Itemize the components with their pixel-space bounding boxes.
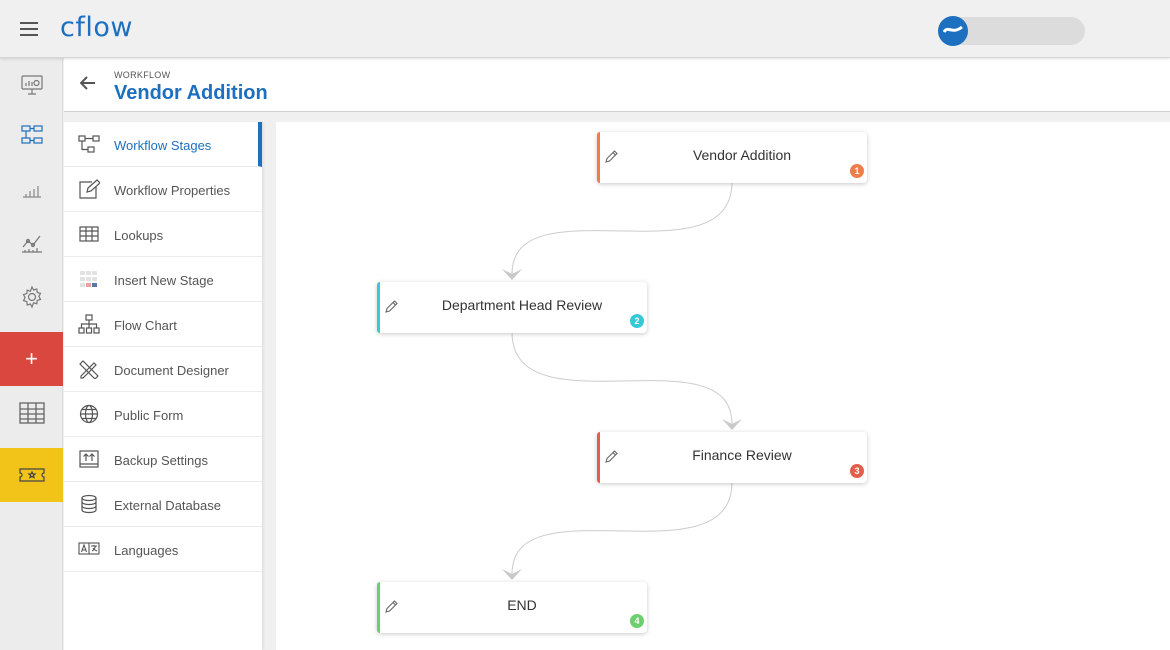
user-avatar (938, 16, 968, 46)
stage-number-badge: 2 (630, 314, 644, 328)
pencil-icon[interactable] (604, 149, 619, 164)
menu-label: Flow Chart (114, 318, 177, 333)
edit-square-icon (79, 179, 100, 199)
workflow-canvas: Vendor Addition 1 Department Head Review… (276, 122, 1170, 650)
stage-accent (377, 282, 380, 333)
icon-rail: + (0, 58, 63, 650)
table-grid-icon (79, 226, 99, 242)
stage-accent (597, 432, 600, 483)
menu-item-external-database[interactable]: External Database (64, 482, 262, 527)
stage-card-vendor-addition[interactable]: Vendor Addition 1 (597, 132, 867, 183)
menu-label: Workflow Properties (114, 183, 231, 198)
design-tools-icon (79, 360, 99, 379)
translate-icon (78, 542, 100, 555)
analytics-icon (21, 235, 42, 253)
menu-item-public-form[interactable]: Public Form (64, 392, 262, 437)
globe-icon (79, 404, 99, 424)
page-header: WORKFLOW Vendor Addition (64, 58, 1170, 112)
arrowhead-stage-3 (722, 419, 742, 430)
backup-icon (79, 450, 99, 468)
menu-item-workflow-properties[interactable]: Workflow Properties (64, 167, 262, 212)
arrowhead-stage-2 (502, 269, 522, 280)
menu-item-lookups[interactable]: Lookups (64, 212, 262, 257)
hamburger-menu-icon[interactable] (20, 22, 38, 36)
stage-number-badge: 1 (850, 164, 864, 178)
menu-item-backup-settings[interactable]: Backup Settings (64, 437, 262, 482)
pencil-icon[interactable] (604, 449, 619, 464)
menu-label: External Database (114, 498, 221, 513)
menu-item-document-designer[interactable]: Document Designer (64, 347, 262, 392)
user-profile-button[interactable] (938, 16, 1085, 46)
rail-add-button[interactable]: + (0, 332, 63, 386)
page-title: Vendor Addition (114, 82, 268, 104)
menu-label: Lookups (114, 228, 164, 243)
dashboard-icon (20, 75, 43, 95)
stage-connectors (502, 181, 742, 580)
menu-label: Workflow Stages (114, 138, 212, 153)
arrowhead-stage-4 (502, 569, 522, 580)
menu-label: Backup Settings (114, 453, 208, 468)
rail-dashboard[interactable] (0, 58, 63, 112)
rail-reports[interactable] (0, 162, 63, 216)
menu-label: Insert New Stage (114, 273, 214, 288)
menu-label: Document Designer (114, 363, 229, 378)
menu-item-insert-new-stage[interactable]: Insert New Stage (64, 257, 262, 302)
workflow-side-menu: Workflow Stages Workflow Properties Look… (64, 122, 263, 650)
connector-2-3 (511, 331, 733, 425)
settings-icon (22, 285, 41, 309)
stage-card-end[interactable]: END 4 (377, 582, 647, 633)
stage-name: END (507, 597, 537, 613)
rail-table[interactable] (0, 386, 63, 440)
workflow-icon (20, 125, 43, 144)
menu-label: Public Form (114, 408, 184, 423)
stage-name: Department Head Review (441, 297, 603, 313)
menu-item-flow-chart[interactable]: Flow Chart (64, 302, 262, 347)
insert-stage-icon (80, 271, 97, 287)
ticket-icon (18, 468, 45, 482)
add-icon: + (25, 346, 38, 371)
stage-accent (377, 582, 380, 633)
menu-label: Languages (114, 543, 179, 558)
stage-name: Finance Review (692, 447, 792, 463)
breadcrumb[interactable]: WORKFLOW (114, 70, 171, 80)
rail-ticket[interactable] (0, 448, 63, 502)
reports-icon (22, 186, 41, 198)
connector-3-4 (511, 481, 733, 575)
table-icon (18, 402, 45, 424)
rail-workflow[interactable] (0, 108, 63, 162)
workflow-stages-icon (78, 135, 100, 153)
pencil-icon[interactable] (384, 599, 399, 614)
connector-1-2 (511, 181, 733, 275)
stage-card-department-head-review[interactable]: Department Head Review 2 (377, 282, 647, 333)
stage-number-badge: 4 (630, 614, 644, 628)
flow-chart-icon (78, 314, 100, 334)
menu-item-workflow-stages[interactable]: Workflow Stages (64, 122, 262, 167)
stage-name: Vendor Addition (692, 147, 792, 163)
rail-settings[interactable] (0, 270, 63, 324)
database-icon (81, 494, 97, 514)
menu-item-languages[interactable]: Languages (64, 527, 262, 572)
stage-accent (597, 132, 600, 183)
stage-number-badge: 3 (850, 464, 864, 478)
top-bar: cflow (0, 0, 1170, 58)
pencil-icon[interactable] (384, 299, 399, 314)
back-arrow-icon[interactable] (80, 76, 96, 90)
rail-analytics[interactable] (0, 216, 63, 270)
stage-card-finance-review[interactable]: Finance Review 3 (597, 432, 867, 483)
cflow-logo[interactable]: cflow (60, 12, 133, 43)
